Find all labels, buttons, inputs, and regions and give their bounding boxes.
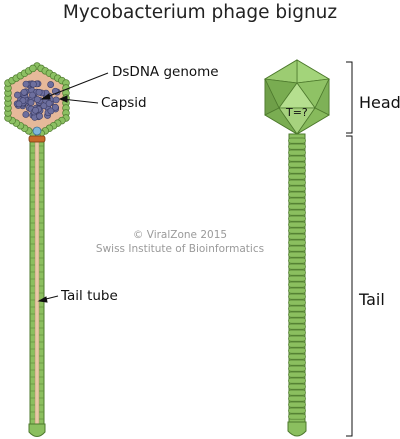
institution-line: Swiss Institute of Bioinformatics xyxy=(95,243,265,255)
right-tail xyxy=(287,133,307,437)
portal-connector xyxy=(28,126,46,143)
triangulation-label: T=? xyxy=(286,106,308,119)
tail-tube-label: Tail tube xyxy=(61,288,118,304)
tail-label: Tail xyxy=(359,290,385,309)
copyright-line: © ViralZone 2015 xyxy=(132,229,228,241)
capsid-arrow xyxy=(61,98,99,104)
right-icosahedral-head xyxy=(263,59,331,135)
left-tail-section xyxy=(28,139,46,437)
tail-rings xyxy=(288,137,306,420)
capsid-label: Capsid xyxy=(101,95,147,111)
head-label: Head xyxy=(359,93,400,112)
left-tail-tip xyxy=(28,423,46,437)
head-bracket xyxy=(346,61,353,134)
dsdna-genome-mass xyxy=(13,80,61,121)
dsdna-genome-label: DsDNA genome xyxy=(112,64,219,80)
diagram-title: Mycobacterium phage bignuz xyxy=(62,2,338,23)
pointer-arrows xyxy=(37,72,109,303)
left-tail-tube-channel xyxy=(34,141,40,426)
tail-bracket xyxy=(346,135,353,437)
genome-arrow xyxy=(43,72,109,99)
